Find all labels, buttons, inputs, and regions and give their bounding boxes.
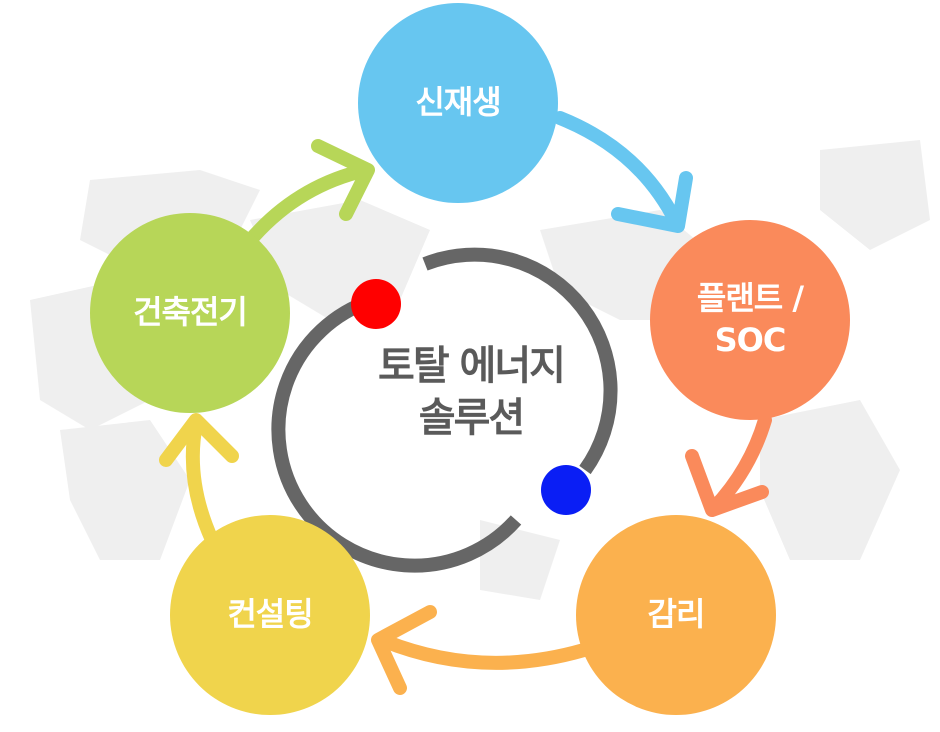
red-dot (351, 279, 401, 329)
center-title: 토탈 에너지 솔루션 (341, 340, 601, 444)
blue-dot (541, 465, 591, 515)
node-consulting: 컨설팅 (170, 515, 370, 715)
arrow-supervision-to-consulting (371, 605, 591, 695)
center-ring-arc-left (271, 293, 522, 573)
node-renewable: 신재생 (358, 3, 558, 203)
node-renewable-label: 신재생 (415, 83, 501, 122)
node-building-electric: 건축전기 (90, 213, 290, 413)
center-title-line1: 토탈 에너지 (378, 343, 566, 389)
arrow-consulting-to-building (159, 413, 239, 547)
node-building-electric-label: 건축전기 (133, 293, 248, 332)
node-plant-soc: 플랜트 / SOC (650, 220, 850, 420)
center-title-line2: 솔루션 (418, 395, 525, 441)
node-supervision-label: 감리 (647, 595, 706, 634)
node-soc-label: SOC (714, 321, 787, 359)
node-consulting-label: 컨설팅 (227, 595, 313, 634)
arrow-plant-to-supervision (685, 413, 772, 517)
node-plant-label: 플랜트 / (696, 279, 804, 318)
arrow-renewable-to-plant (553, 111, 693, 233)
arrow-building-to-renewable (247, 139, 375, 243)
center-ring-arc-right (422, 247, 618, 475)
node-supervision: 감리 (576, 515, 776, 715)
